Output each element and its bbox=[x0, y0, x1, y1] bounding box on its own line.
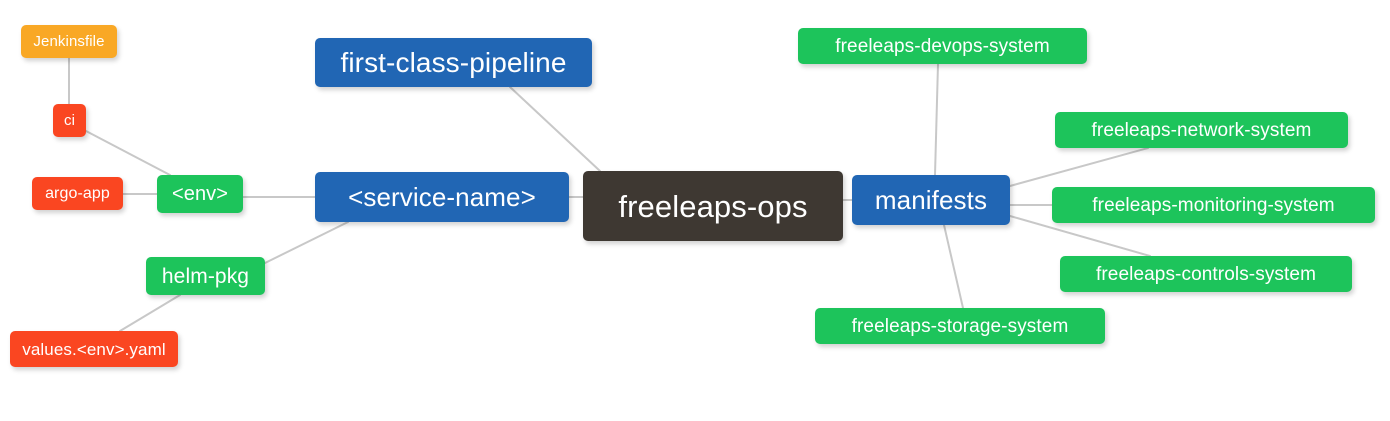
node-service-name[interactable]: <service-name> bbox=[315, 172, 569, 222]
node-label-freeleaps-storage-system: freeleaps-storage-system bbox=[851, 315, 1069, 337]
node-argo-app[interactable]: argo-app bbox=[32, 177, 123, 210]
node-freeleaps-ops[interactable]: freeleaps-ops bbox=[583, 171, 843, 241]
edge-ci-to-env bbox=[85, 130, 171, 176]
node-freeleaps-network-system[interactable]: freeleaps-network-system bbox=[1055, 112, 1348, 148]
edge-manifests-to-freeleaps-network-system bbox=[1009, 147, 1149, 187]
node-label-ci: ci bbox=[63, 112, 76, 129]
node-env[interactable]: <env> bbox=[157, 175, 243, 213]
node-label-service-name: <service-name> bbox=[348, 182, 536, 212]
edge-manifests-to-freeleaps-storage-system bbox=[943, 224, 964, 309]
node-values-env-yaml[interactable]: values.<env>.yaml bbox=[10, 331, 178, 367]
node-ci[interactable]: ci bbox=[53, 104, 86, 137]
node-label-jenkinsfile: Jenkinsfile bbox=[33, 33, 105, 50]
node-label-argo-app: argo-app bbox=[45, 184, 110, 202]
node-freeleaps-controls-system[interactable]: freeleaps-controls-system bbox=[1060, 256, 1352, 292]
node-freeleaps-devops-system[interactable]: freeleaps-devops-system bbox=[798, 28, 1087, 64]
node-label-freeleaps-ops: freeleaps-ops bbox=[618, 188, 808, 224]
node-label-freeleaps-monitoring-system: freeleaps-monitoring-system bbox=[1092, 194, 1335, 216]
node-label-env: <env> bbox=[171, 183, 229, 205]
node-label-values-env-yaml: values.<env>.yaml bbox=[22, 339, 166, 359]
node-manifests[interactable]: manifests bbox=[852, 175, 1010, 225]
node-label-freeleaps-devops-system: freeleaps-devops-system bbox=[835, 35, 1050, 57]
node-label-freeleaps-network-system: freeleaps-network-system bbox=[1091, 119, 1312, 141]
node-helm-pkg[interactable]: helm-pkg bbox=[146, 257, 265, 295]
edge-first-class-pipeline-to-freeleaps-ops bbox=[509, 86, 601, 172]
node-label-freeleaps-controls-system: freeleaps-controls-system bbox=[1095, 263, 1317, 285]
node-freeleaps-storage-system[interactable]: freeleaps-storage-system bbox=[815, 308, 1105, 344]
node-jenkinsfile[interactable]: Jenkinsfile bbox=[21, 25, 117, 58]
node-label-helm-pkg: helm-pkg bbox=[161, 264, 250, 288]
edge-values-env-yaml-to-helm-pkg bbox=[119, 294, 181, 332]
node-label-manifests: manifests bbox=[874, 185, 988, 215]
node-first-class-pipeline[interactable]: first-class-pipeline bbox=[315, 38, 592, 87]
node-freeleaps-monitoring-system[interactable]: freeleaps-monitoring-system bbox=[1052, 187, 1375, 223]
edge-helm-pkg-to-service-name bbox=[264, 221, 349, 264]
node-label-first-class-pipeline: first-class-pipeline bbox=[340, 46, 567, 78]
edge-freeleaps-devops-system-to-manifests bbox=[934, 63, 939, 176]
